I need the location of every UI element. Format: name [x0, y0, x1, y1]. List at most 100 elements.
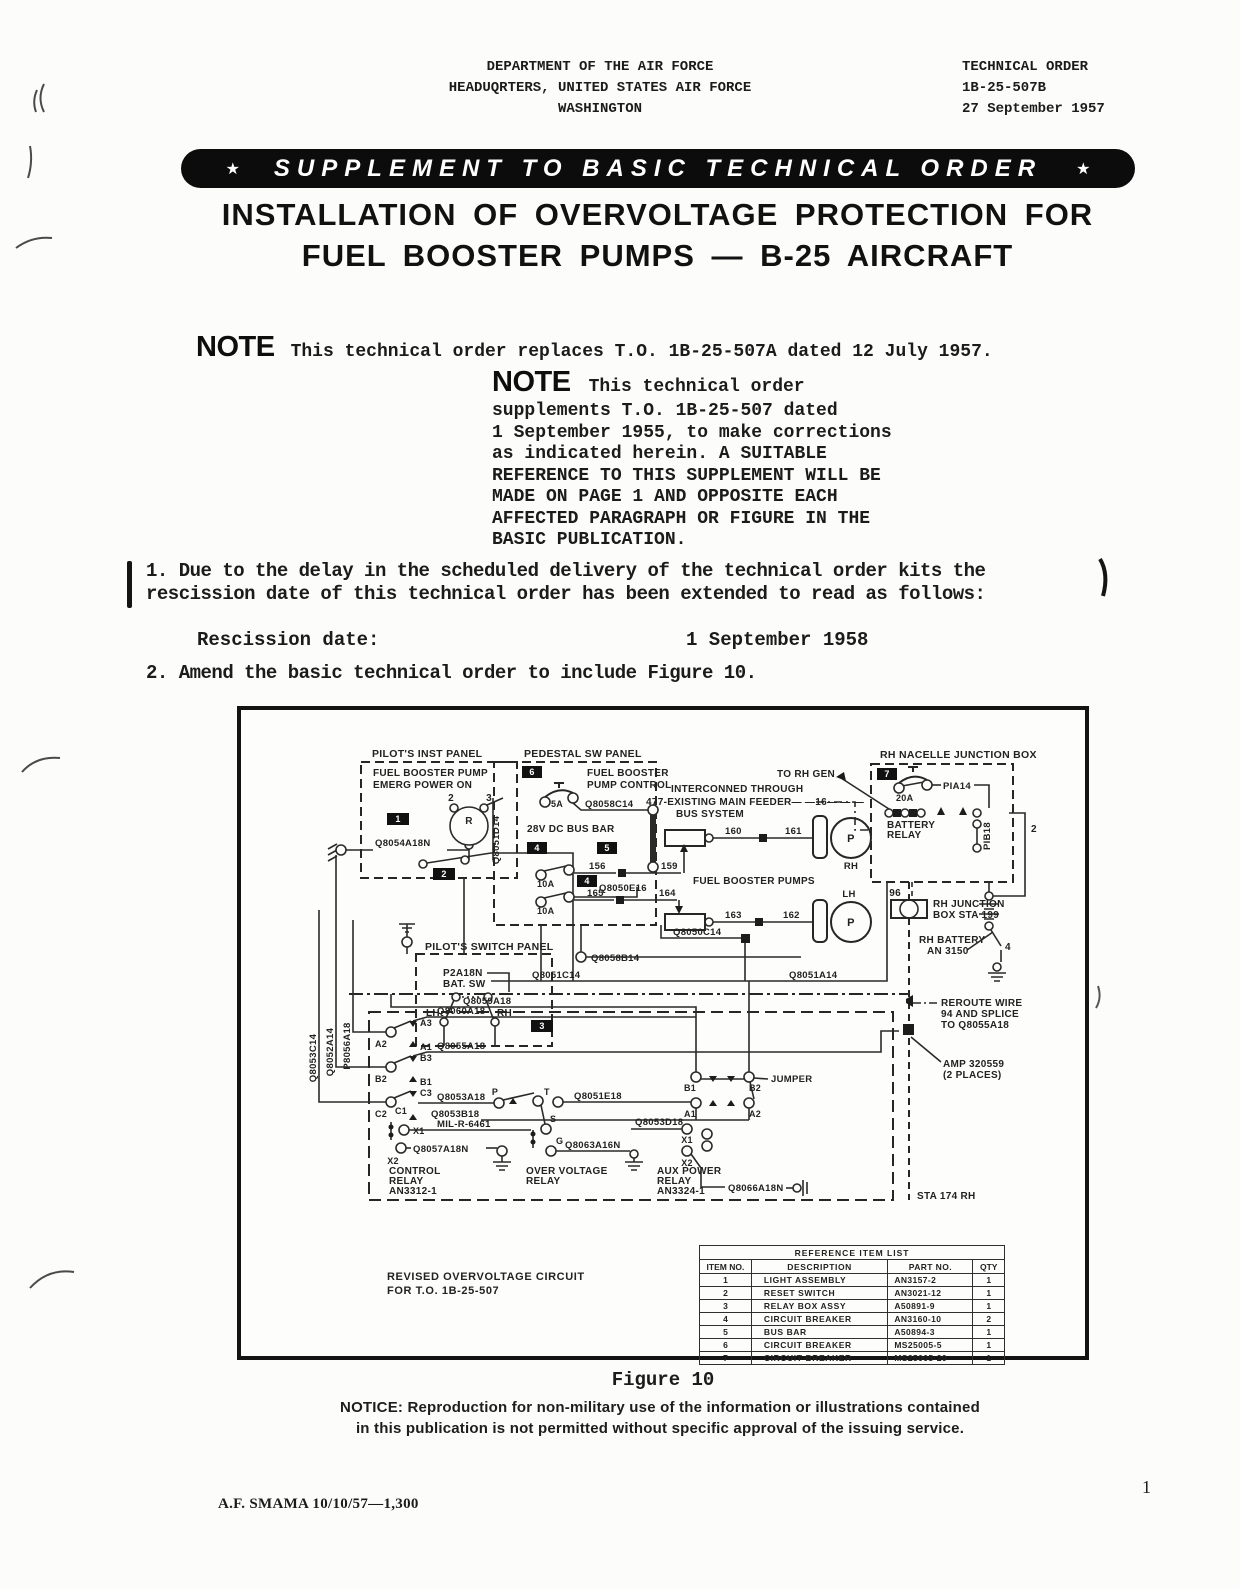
reproduction-notice: NOTICE: Reproduction for non-military us… — [250, 1397, 1070, 1439]
label: Q8066A18N — [728, 1183, 784, 1194]
label-pedestal-sw-panel: PEDESTAL SW PANEL — [524, 748, 642, 760]
label: EMERG POWER ON — [373, 780, 472, 791]
banner-star-right-icon: ★ — [1076, 160, 1091, 178]
header-order-info: TECHNICAL ORDER 1B-25-507B 27 September … — [962, 57, 1105, 120]
label: Q8059A18 — [463, 996, 511, 1007]
label: X1 — [413, 1126, 425, 1136]
label: Q8051A14 — [789, 970, 838, 981]
note-2-line: AFFECTED PARAGRAPH OR FIGURE IN THE — [492, 508, 871, 529]
label: X2 — [681, 1158, 693, 1168]
label: 10A — [537, 906, 555, 916]
ref-col-part: PART NO. — [887, 1259, 974, 1274]
label: BAT. SW — [443, 979, 486, 990]
badge-6: 6 — [529, 767, 534, 777]
badge-4b: 4 — [584, 876, 589, 886]
notice-line1: NOTICE: Reproduction for non-military us… — [340, 1399, 980, 1416]
label-rh-nacelle: RH NACELLE JUNCTION BOX — [880, 749, 1037, 761]
label: JUMPER — [771, 1074, 812, 1085]
label: STA 174 RH — [917, 1191, 976, 1202]
label: AMP 320559 — [943, 1059, 1004, 1070]
wires — [318, 777, 1026, 1196]
label: P — [492, 1087, 498, 1097]
label: P2A18N — [443, 968, 483, 979]
item-badges: 1 2 3 4 4 5 6 7 — [387, 766, 897, 1032]
banner-star-left-icon: ★ — [225, 160, 240, 178]
label: Q8052A14 — [325, 1027, 336, 1076]
label: R — [465, 816, 473, 827]
label: X2 — [387, 1156, 399, 1166]
label: RH JUNCTION — [933, 899, 1005, 910]
label: RH — [497, 1008, 512, 1019]
label-revised-2: FOR T.O. 1B-25-507 — [387, 1285, 499, 1297]
label: P — [847, 833, 855, 845]
badge-1: 1 — [395, 814, 400, 824]
label-pilots-switch-panel: PILOT'S SWITCH PANEL — [425, 941, 554, 953]
header-issuer-line2: HEADUQRTERS, UNITED STATES AIR FORCE — [448, 80, 752, 96]
label-pilots-inst-panel: PILOT'S INST PANEL — [372, 748, 483, 760]
label: FUEL BOOSTER PUMPS — [693, 876, 815, 887]
label: PIA14 — [943, 781, 971, 792]
label: Q8050E16 — [599, 883, 647, 894]
header-order-line3: 27 September 1957 — [962, 101, 1105, 117]
note-2-first-line: This technical order — [588, 377, 805, 397]
note-1-label: NOTE — [196, 331, 275, 363]
label: 5A — [551, 799, 563, 809]
label: 477-EXISTING MAIN FEEDER— —16— — — — [646, 797, 864, 808]
label: A1 — [420, 1042, 432, 1052]
page-number: 1 — [1142, 1477, 1151, 1497]
header-order-line1: TECHNICAL ORDER — [962, 59, 1089, 75]
label: 20A — [896, 793, 914, 803]
label: AN 3150 — [927, 946, 969, 957]
station-lines — [349, 882, 910, 1200]
label: 94 AND SPLICE — [941, 1009, 1019, 1020]
label: INTERCONNED THROUGH — [671, 784, 803, 795]
rescission-label: Rescission date: — [197, 629, 380, 651]
paragraph-2: 2. Amend the basic technical order to in… — [146, 662, 757, 684]
label: Q8053C14 — [308, 1033, 319, 1082]
change-mark-right — [1098, 557, 1108, 597]
header-issuer-line1: DEPARTMENT OF THE AIR FORCE — [486, 59, 714, 75]
label: 2 — [448, 793, 454, 804]
label: Q8058C14 — [585, 799, 634, 810]
label: 96 — [889, 888, 901, 899]
header-issuer-line3: WASHINGTON — [557, 101, 642, 117]
label: G — [556, 1136, 563, 1146]
label: REROUTE WIRE — [941, 998, 1022, 1009]
label: P8056A18 — [342, 1022, 353, 1069]
label: PUMP CONTROL — [587, 780, 672, 791]
label: 2 — [1031, 824, 1037, 835]
label: B1 — [684, 1083, 696, 1093]
label: C2 — [375, 1109, 387, 1119]
label: Q8053D18 — [635, 1117, 683, 1128]
label: 160 — [725, 826, 742, 837]
note-2-line: supplements T.O. 1B-25-507 dated — [492, 401, 838, 421]
ref-table-title: REFERENCE ITEM LIST — [699, 1245, 1005, 1260]
label: FUEL BOOSTER PUMP — [373, 768, 488, 779]
label: 156 — [589, 861, 606, 872]
label: B3 — [420, 1053, 432, 1063]
label: A1 — [684, 1109, 696, 1119]
label: Q8053B18 — [431, 1109, 479, 1120]
label: MIL-R-6461 — [437, 1119, 491, 1130]
label: 164 — [659, 888, 676, 899]
label: FUEL BOOSTER — [587, 768, 669, 779]
label: RELAY — [887, 830, 922, 841]
label: X1 — [681, 1135, 693, 1145]
label: CONTROL — [389, 1166, 441, 1177]
label: LH — [426, 1008, 440, 1019]
label: TO RH GEN — [777, 769, 835, 780]
label: RELAY — [526, 1176, 561, 1187]
note-2-line: 1 September 1955, to make corrections — [492, 422, 892, 443]
paragraph-1-line1: 1. Due to the delay in the scheduled del… — [146, 560, 986, 582]
page-title: INSTALLATION OF OVERVOLTAGE PROTECTION F… — [70, 194, 1240, 276]
page-title-line2: FUEL BOOSTER PUMPS — B-25 AIRCRAFT — [301, 238, 1014, 273]
label: Q8063A16N — [565, 1140, 621, 1151]
label: (2 PLACES) — [943, 1070, 1002, 1081]
label: LH — [842, 889, 855, 900]
